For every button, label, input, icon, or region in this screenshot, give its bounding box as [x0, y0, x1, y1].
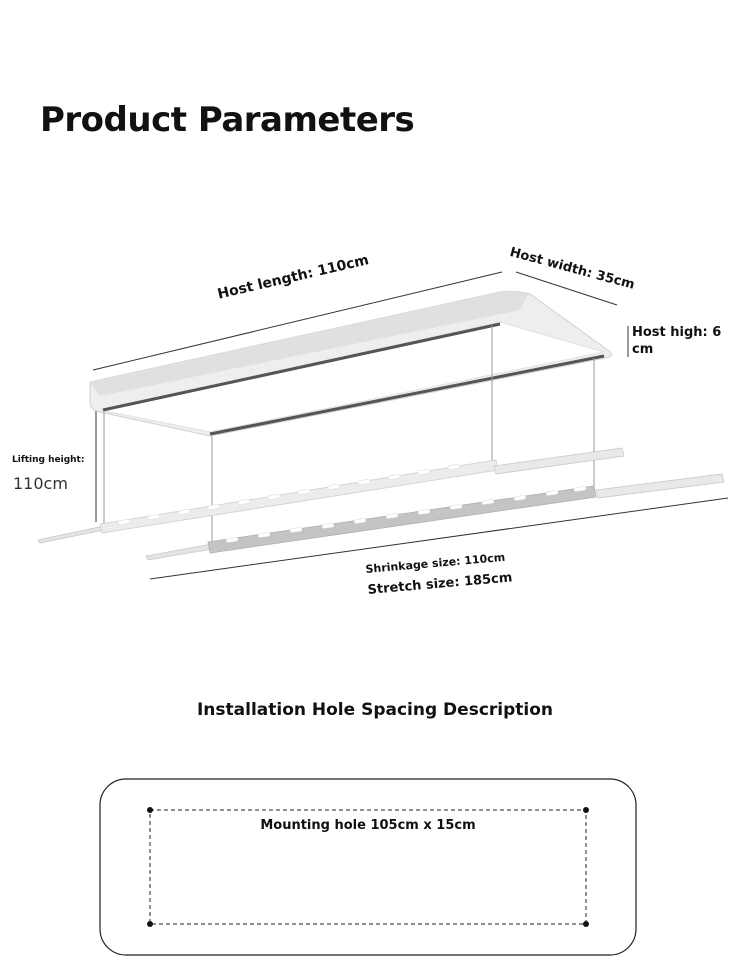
host-width-dimension-line [515, 271, 618, 306]
section-title: Installation Hole Spacing Description [196, 700, 554, 720]
lifting-height-value: 110cm [13, 474, 68, 493]
mounting-plate-outline [99, 778, 637, 956]
host-high-label: Host high: 6 cm [632, 325, 722, 357]
drying-bar-front [37, 447, 625, 544]
mounting-hole-top-right [583, 807, 589, 813]
mounting-hole-description: Mounting hole 105cm x 15cm [260, 818, 476, 833]
host-unit [89, 290, 612, 437]
lifting-height-label: Lifting height: [12, 455, 85, 465]
suspension-wires [103, 325, 595, 544]
mounting-hole-dashed-rect [149, 809, 587, 925]
drying-bar-back [145, 473, 725, 561]
host-length-dimension-line [92, 271, 503, 371]
mounting-hole-bottom-left [147, 921, 153, 927]
mounting-hole-top-left [147, 807, 153, 813]
mounting-hole-bottom-right [583, 921, 589, 927]
stretch-dimension-line [149, 497, 729, 580]
page-title: Product Parameters [40, 100, 415, 140]
